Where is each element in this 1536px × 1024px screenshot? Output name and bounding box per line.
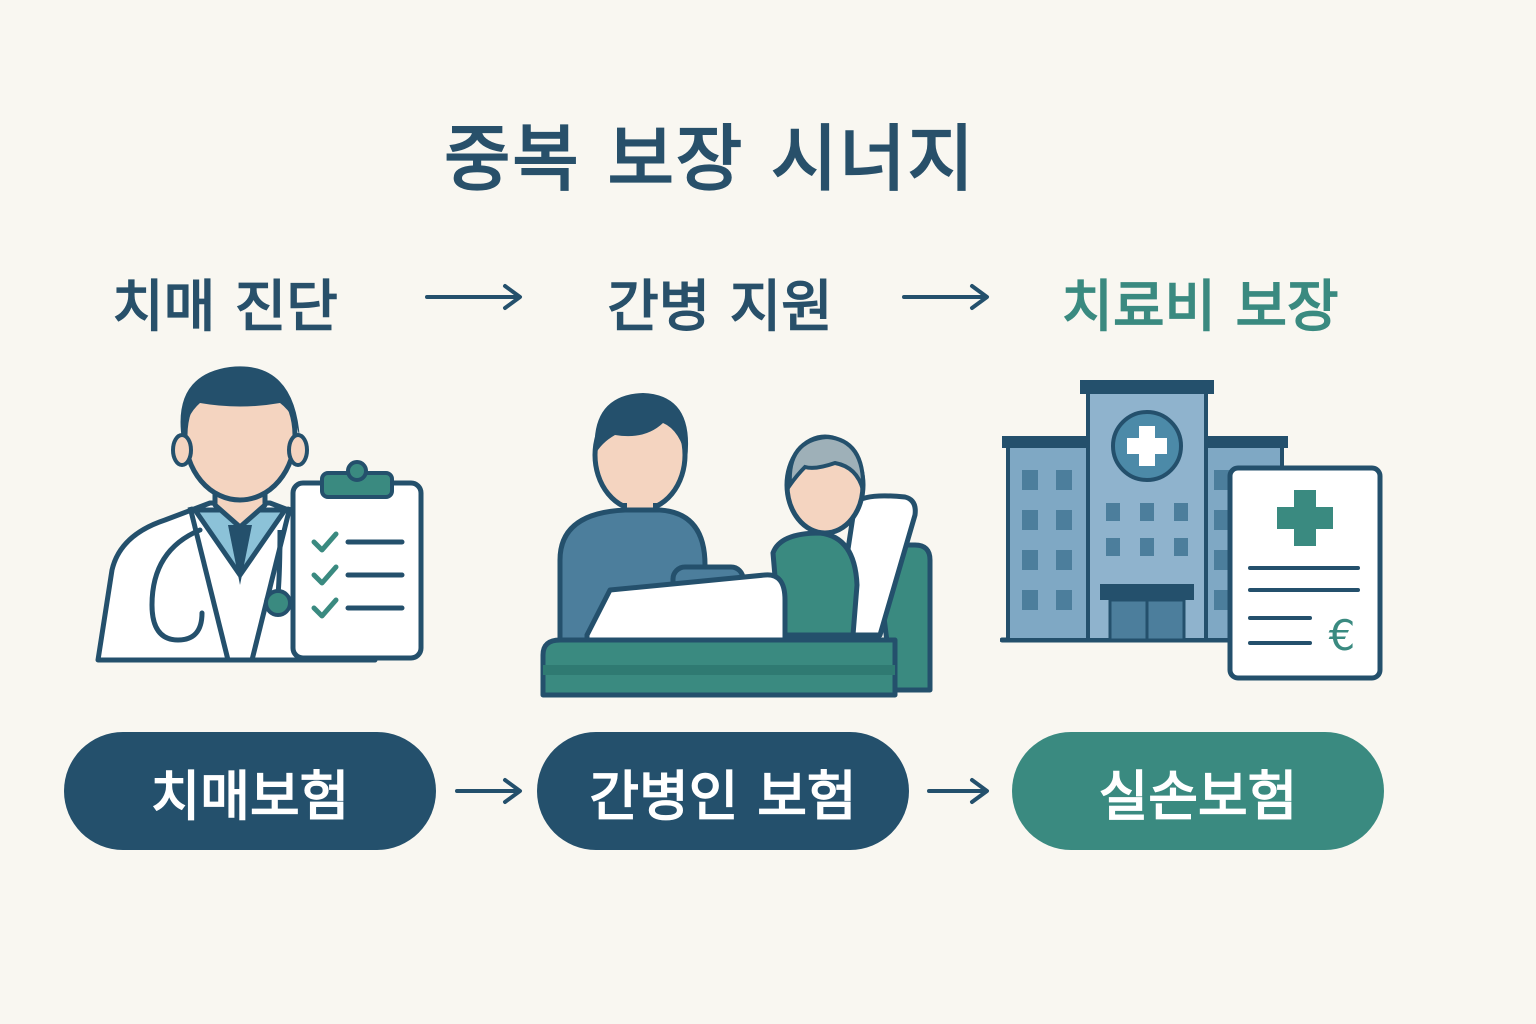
arrow-right-icon [425, 284, 522, 310]
step-label-treatment-coverage: 치료비 보장 [1061, 275, 1339, 340]
caregiver-with-patient-in-bed-icon [540, 393, 933, 698]
step-label-care-support: 간병 지원 [607, 275, 833, 340]
insurance-pill-caregiver: 간병인 보험 [537, 732, 909, 850]
currency-symbol: € [1329, 611, 1356, 660]
doctor-with-clipboard-icon [95, 366, 424, 663]
diagram-title: 중복 보장 시너지 [444, 117, 976, 201]
hospital-with-medical-bill-icon: € [1000, 380, 1383, 681]
step-label-dementia-diagnosis: 치매 진단 [112, 275, 338, 340]
insurance-pill-indemnity: 실손보험 [1012, 732, 1384, 850]
arrow-right-icon [455, 778, 522, 804]
arrow-right-icon [902, 284, 989, 310]
arrow-right-icon [927, 778, 989, 804]
insurance-pill-dementia: 치매보험 [64, 732, 436, 850]
